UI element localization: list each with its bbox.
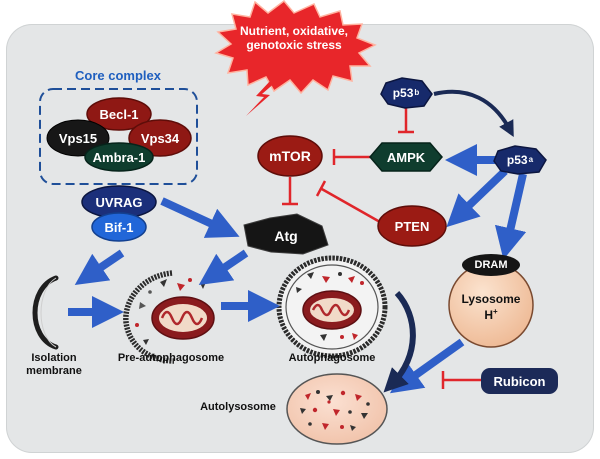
autolysosome-label: Autolysosome [200, 401, 276, 413]
mtor-shape [257, 135, 323, 177]
isolation-membrane-shape [32, 275, 59, 350]
bif1-shape [91, 212, 147, 242]
vps34-label: Vps34 [140, 130, 180, 146]
p53b-sub: b [414, 88, 420, 97]
core-complex-box [39, 88, 198, 185]
autophagosome-to-autolysosome-arrow [383, 290, 416, 393]
lysosome-ion: H [484, 307, 493, 322]
stress-burst-icon [214, 0, 377, 95]
rubicon-shape [481, 368, 558, 394]
core-complex-title: Core complex [75, 68, 161, 83]
lysosome-charge: + [493, 306, 498, 316]
p53b-base: p53 [392, 86, 414, 100]
ambra-shape [84, 142, 154, 172]
ampk-label: AMPK [386, 149, 426, 165]
rubicon-label: Rubicon [493, 373, 546, 389]
inhibition-bar-icon [282, 104, 481, 389]
isolation-line1: Isolation [31, 352, 77, 364]
autolysosome-shape [286, 373, 388, 445]
dram-shape [462, 254, 520, 276]
mitochondrion-icon [302, 290, 362, 330]
stress-label-line2: genotoxic stress [246, 37, 342, 52]
vps15-label: Vps15 [58, 130, 98, 146]
p53b-to-p53a-arrow [433, 89, 514, 138]
atg-shape [243, 213, 329, 255]
autophagosome-label: Autophagosome [288, 352, 376, 364]
mtor-label: mTOR [269, 148, 311, 164]
p53a-shape [493, 145, 547, 175]
p53a-base: p53 [506, 153, 528, 167]
autophagosome-cargo [296, 272, 364, 341]
p53a-sub: a [528, 155, 534, 164]
atg-label: Atg [274, 228, 298, 244]
mitochondrion-icon [151, 296, 215, 340]
pten-label: PTEN [394, 218, 430, 234]
stress-label: Nutrient, oxidative, genotoxic stress [226, 24, 362, 53]
pre-autophagosome-label: Pre-autophagosome [117, 352, 225, 364]
isolation-line2: membrane [26, 364, 82, 377]
autolysosome-cargo [300, 390, 370, 431]
activation-arrows [68, 144, 527, 394]
lightning-bolt-icon [246, 80, 277, 116]
pre-autophagosome-membrane [123, 270, 175, 364]
p53b-shape [380, 77, 433, 109]
ambra-label: Ambra-1 [92, 149, 146, 165]
lysosome-text: Lysosome [461, 292, 521, 306]
beclin-label: Becl-1 [99, 106, 139, 122]
stress-label-line1: Nutrient, oxidative, [239, 24, 349, 38]
lysosome-label: Lysosome H+ [455, 292, 527, 323]
dram-label: DRAM [474, 258, 508, 271]
beclin-shape [86, 97, 152, 131]
uvrag-label: UVRAG [95, 194, 143, 210]
ampk-shape [369, 142, 443, 172]
isolation-membrane-label: Isolation membrane [14, 352, 94, 377]
bif1-label: Bif-1 [104, 219, 134, 235]
pten-shape [377, 205, 447, 247]
